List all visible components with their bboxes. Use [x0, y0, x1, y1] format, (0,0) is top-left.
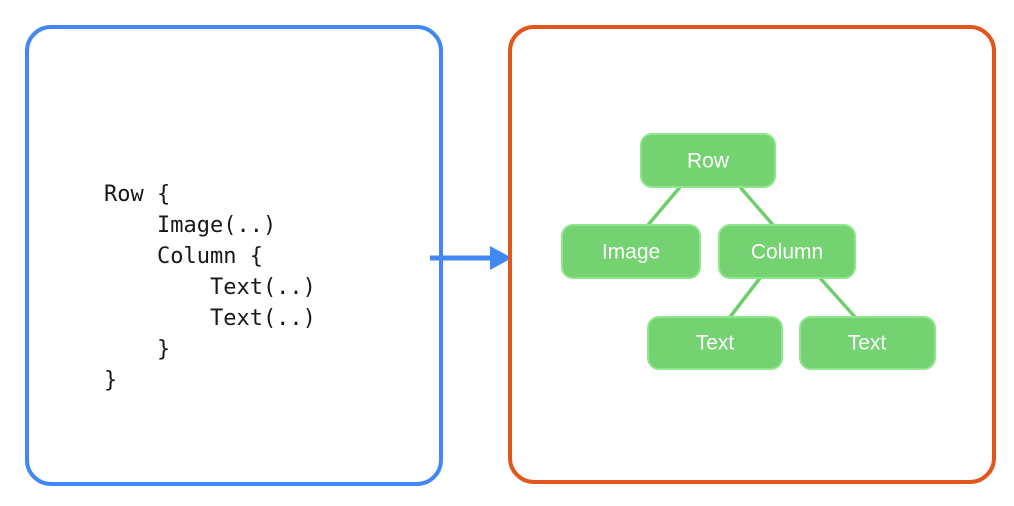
node-text2-label: Text: [848, 332, 887, 355]
tree-edges: [646, 185, 857, 319]
edge-row-image: [646, 185, 682, 227]
node-text2-shape: [799, 316, 936, 370]
tree-node-text-1[interactable]: Text: [647, 316, 783, 370]
node-image-label: Image: [602, 241, 660, 264]
widget-tree-graph: Row Image Column Text Text: [561, 133, 936, 370]
tree-node-text-2[interactable]: Text: [799, 316, 936, 370]
source-code-snippet: Row { Image(..) Column { Text(..) Text(.…: [104, 182, 316, 393]
edge-column-text2: [818, 276, 857, 319]
code-panel: Row { Image(..) Column { Text(..) Text(.…: [25, 25, 443, 486]
node-column-label: Column: [751, 241, 823, 264]
tree-node-column[interactable]: Column: [718, 224, 856, 279]
node-text1-shape: [647, 316, 783, 370]
node-text1-label: Text: [696, 332, 735, 355]
node-row-label: Row: [687, 150, 730, 173]
edge-column-text1: [728, 276, 762, 319]
node-row-shape: [640, 133, 776, 188]
tree-node-image[interactable]: Image: [561, 224, 701, 279]
node-image-shape: [561, 224, 701, 279]
tree-node-row[interactable]: Row: [640, 133, 776, 188]
edge-row-column: [738, 185, 775, 227]
transform-arrow-icon: [430, 246, 512, 270]
node-column-shape: [718, 224, 856, 279]
